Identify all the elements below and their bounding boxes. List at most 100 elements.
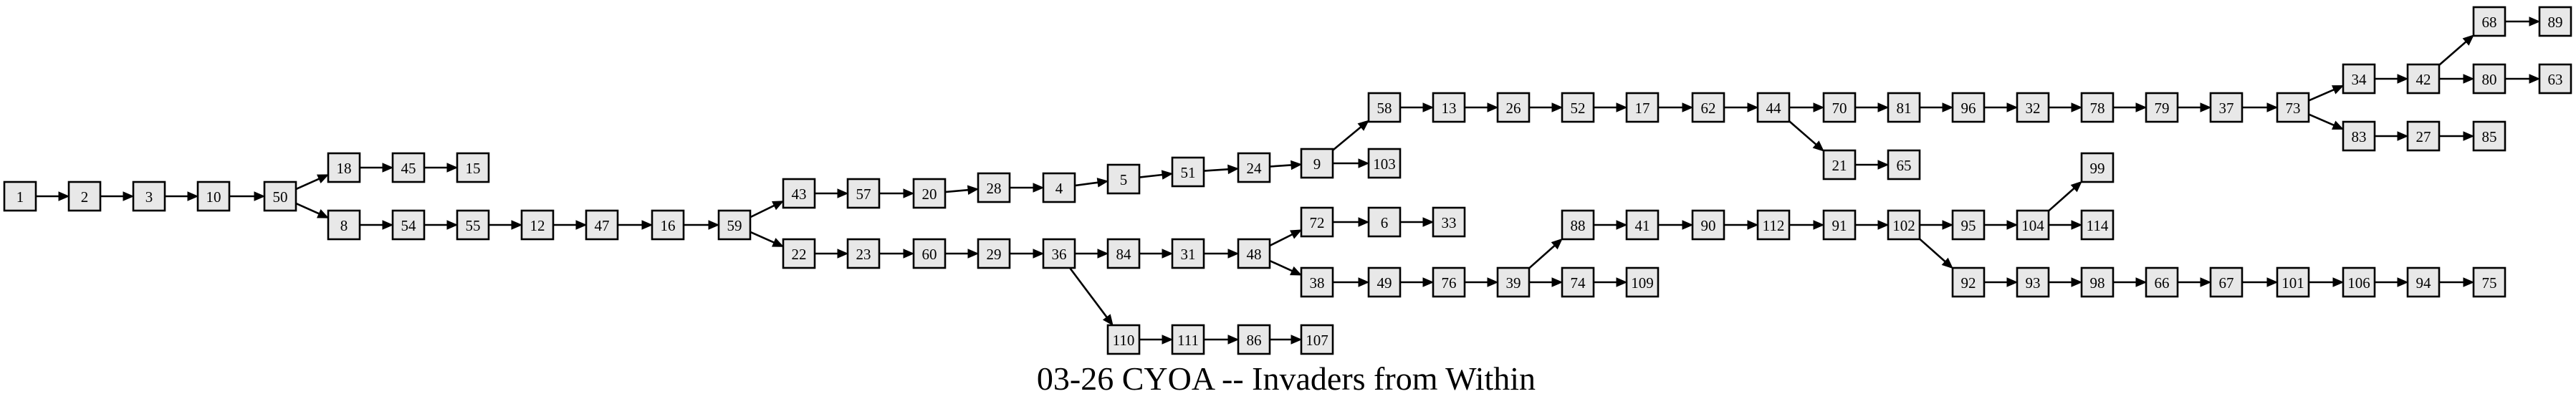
node-label: 70 [1832,100,1847,117]
node-88: 88 [1561,209,1595,241]
arrowhead-icon [1813,102,1825,112]
node-84: 84 [1106,238,1141,269]
arrowhead-icon [1747,102,1759,112]
arrowhead-icon [446,163,459,173]
edge-9-to-58 [1332,120,1369,151]
node-label: 49 [1377,274,1392,292]
node-box [2406,266,2441,298]
node-box [2080,152,2115,183]
edges-layer [36,16,2541,345]
arrowhead-icon [1551,277,1564,287]
arrowhead-icon [903,249,915,259]
node-4: 4 [1042,172,1076,203]
node-95: 95 [1951,209,1986,241]
edge-39-to-74 [1529,277,1564,287]
arrowhead-icon [1358,217,1370,227]
node-33: 33 [1432,206,1466,238]
edge-74-to-109 [1594,277,1628,287]
node-label: 55 [466,217,481,234]
node-label: 39 [1506,274,1521,292]
node-label: 6 [1381,214,1389,231]
node-label: 33 [1442,214,1457,231]
edge-27-to-85 [2439,131,2475,141]
edge-104-to-99 [2048,181,2082,212]
edge-78-to-79 [2113,102,2148,112]
node-box [1625,209,1660,241]
arrowhead-icon [1291,160,1303,170]
node-box [2016,209,2050,241]
edge-1-to-2 [36,191,70,201]
arrowhead-icon [123,191,135,201]
node-94: 94 [2406,266,2441,298]
arrowhead-icon [967,249,980,259]
node-112: 112 [1756,209,1791,241]
node-34: 34 [2342,63,2376,95]
arrowhead-icon [1291,335,1303,345]
node-label: 62 [1701,100,1716,117]
node-box [1432,92,1466,123]
node-label: 91 [1832,217,1847,234]
edge-39-to-88 [1528,238,1563,269]
node-box [1367,92,1402,123]
edge-23-to-60 [879,249,915,259]
node-box [1756,209,1791,241]
arrowhead-icon [1487,277,1499,287]
node-label: 59 [727,217,742,234]
node-label: 58 [1377,100,1392,117]
diagram-title: 03-26 CYOA -- Invaders from Within [1037,360,1536,397]
node-label: 103 [1373,155,1396,173]
node-box [912,178,947,209]
node-67: 67 [2209,266,2244,298]
arrowhead-icon [1616,102,1628,112]
edge-line [1919,238,1946,263]
arrowhead-icon [1551,102,1564,112]
node-label: 29 [987,246,1002,263]
edge-line [295,178,320,191]
arrowhead-icon [2071,102,2083,112]
node-label: 73 [2286,100,2301,117]
edge-86-to-107 [1270,335,1303,345]
edge-51-to-24 [1203,164,1240,175]
node-label: 27 [2416,128,2431,145]
edge-line [1269,164,1292,168]
arrowhead-icon [2332,85,2345,95]
node-box [2209,92,2244,123]
node-26: 26 [1496,92,1531,123]
node-73: 73 [2276,92,2310,123]
node-box [2145,266,2179,298]
node-106: 106 [2342,266,2376,298]
node-27: 27 [2406,120,2441,152]
edge-43-to-57 [815,188,849,198]
node-box [1887,209,1921,241]
arrowhead-icon [382,163,394,173]
node-label: 15 [466,160,481,177]
node-45: 45 [391,152,426,183]
node-label: 51 [1181,164,1196,181]
node-box [1237,152,1271,183]
node-label: 3 [145,188,153,206]
arrowhead-icon [1616,277,1628,287]
arrowhead-icon [2070,181,2082,193]
arrowhead-icon [2200,277,2212,287]
node-label: 79 [2155,100,2170,117]
node-6: 6 [1367,206,1402,238]
node-label: 17 [1635,100,1650,117]
node-29: 29 [977,238,1011,269]
arrowhead-icon [1682,220,1694,230]
node-label: 41 [1635,217,1650,234]
node-21: 21 [1822,149,1857,181]
edge-20-to-28 [944,185,980,195]
node-43: 43 [782,178,816,209]
arrowhead-icon [2397,131,2409,141]
edge-47-to-16 [618,220,653,230]
node-label: 4 [1055,180,1063,197]
arrowhead-icon [187,191,199,201]
arrowhead-icon [1747,220,1759,230]
node-15: 15 [456,152,490,183]
node-23: 23 [846,238,881,269]
node-box [327,209,361,241]
arrowhead-icon [511,220,523,230]
arrowhead-icon [1227,249,1240,259]
node-box [717,209,752,241]
edge-18-to-45 [360,163,394,173]
